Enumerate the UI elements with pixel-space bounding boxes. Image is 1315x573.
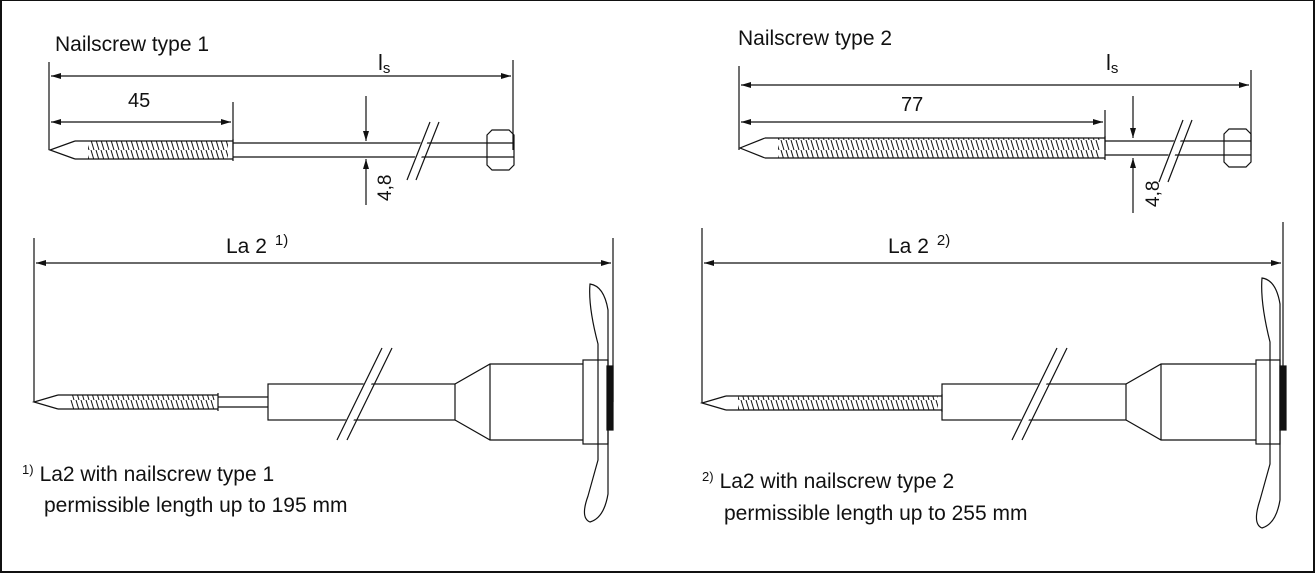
anchor-assembly-2 (699, 222, 1287, 529)
nailscrew-type-1-length-label: ls (378, 50, 390, 77)
nailscrew-type-1 (48, 60, 515, 205)
nailscrew-type-2-length-label: ls (1106, 50, 1118, 77)
footnote-ref: 1) (275, 232, 288, 249)
nailscrew-type-1-title: Nailscrew type 1 (55, 33, 209, 56)
anchor-1-note: 1) La2 with nailscrew type 1 (22, 462, 274, 486)
nailscrew-type-1-diameter: 4,8 (375, 175, 396, 201)
nailscrew-type-2 (738, 66, 1252, 213)
anchor-2-note-line-2: permissible length up to 255 mm (724, 502, 1028, 525)
nailscrew-type-2-thread-length: 77 (901, 94, 923, 116)
nailscrew-type-2-diameter: 4,8 (1143, 181, 1164, 207)
anchor-1-dimension-label: La 2 1) (226, 232, 288, 258)
note-ref: 2) (702, 469, 714, 484)
anchor-2-dimension-label: La 2 2) (888, 232, 950, 258)
length-symbol: l (1106, 50, 1111, 75)
note-line-1: La2 with nailscrew type 1 (40, 463, 275, 486)
length-subscript: s (1111, 60, 1119, 77)
length-subscript: s (383, 60, 391, 77)
la2-label: La 2 (226, 235, 267, 258)
anchor-assembly-1 (31, 238, 614, 523)
anchor-2-note: 2) La2 with nailscrew type 2 (702, 469, 954, 493)
la2-label: La 2 (888, 235, 929, 258)
footnote-ref: 2) (937, 232, 950, 249)
anchor-1-note-line-2: permissible length up to 195 mm (44, 494, 348, 517)
length-symbol: l (378, 50, 383, 75)
nailscrew-type-1-thread-length: 45 (128, 90, 150, 112)
note-ref: 1) (22, 462, 34, 477)
nailscrew-type-2-title: Nailscrew type 2 (738, 27, 892, 50)
note-line-1: La2 with nailscrew type 2 (720, 470, 955, 493)
